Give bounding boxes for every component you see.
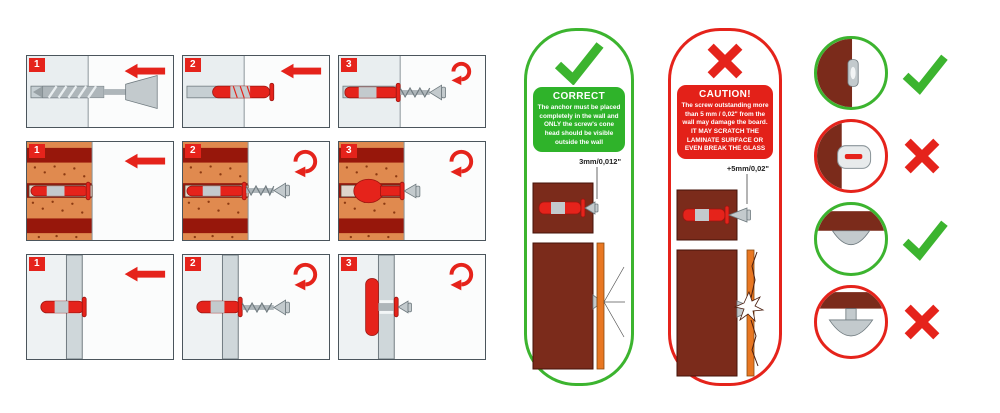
screw-graphic <box>241 299 290 316</box>
damaged-board <box>676 249 765 377</box>
anchor-graphic <box>40 296 87 318</box>
caution-message-box: CAUTION! The screw outstanding more than… <box>677 85 773 159</box>
brick-insert-anchor-illustration <box>27 142 173 240</box>
push-arrow-icon <box>124 153 166 169</box>
example-screw-head-flush-circle <box>814 202 888 276</box>
folded-anchor-graphic <box>365 278 399 336</box>
checkmark-icon <box>902 54 948 95</box>
correct-message-box: CORRECT The anchor must be placed comple… <box>533 87 625 153</box>
step-number-badge: 2 <box>185 144 201 158</box>
step-number-badge: 3 <box>341 257 357 271</box>
wall-with-flush-screw <box>532 182 599 234</box>
step-panel-drywall-3: 3 <box>338 254 486 360</box>
push-arrow-icon <box>280 63 322 79</box>
caution-body-text: The screw outstanding more than 5 mm / 0… <box>681 102 769 153</box>
correct-installation-diagram <box>532 167 625 370</box>
step-panel-solid-wall-2: 2 <box>182 55 330 128</box>
crack-star <box>733 290 765 323</box>
step-number-badge: 1 <box>29 144 45 158</box>
step-number-badge: 2 <box>185 58 201 72</box>
installation-steps-grid: 1 2 <box>26 55 486 360</box>
correct-body-text: The anchor must be placed completely in … <box>537 104 621 146</box>
caution-panel: CAUTION! The screw outstanding more than… <box>668 28 782 386</box>
rotation-arrow-icon <box>449 149 474 178</box>
rotation-arrow-icon <box>449 262 474 291</box>
screw-head-protruding-illustration <box>817 292 885 337</box>
brick-anchor-knotted-illustration <box>339 142 485 240</box>
step-number-badge: 1 <box>29 58 45 72</box>
anchor-graphic <box>212 82 275 102</box>
checkmark-icon <box>554 42 604 85</box>
drill-bit-graphic <box>32 74 158 110</box>
step-panel-solid-wall-1: 1 <box>26 55 174 128</box>
solid-wall-insert-anchor-illustration <box>183 56 329 127</box>
step-panel-drywall-1: 1 <box>26 254 174 360</box>
x-icon <box>904 304 940 340</box>
drywall-anchor-folded-illustration <box>339 255 485 359</box>
anchor-graphic <box>344 82 401 103</box>
screw-head-graphic <box>403 183 421 199</box>
step-number-badge: 2 <box>185 257 201 271</box>
x-icon <box>707 43 743 79</box>
anchor-flush-illustration <box>817 39 859 107</box>
examples-column <box>814 36 950 359</box>
solid-wall-screw-in-illustration <box>339 56 485 127</box>
step-panel-drywall-2: 2 <box>182 254 330 360</box>
example-screw-head-protruding <box>814 285 950 359</box>
checkmark-icon <box>902 220 948 261</box>
rotation-arrow-icon <box>451 61 472 86</box>
step-panel-brick-2: 2 <box>182 141 330 241</box>
step-number-badge: 3 <box>341 58 357 72</box>
screw-graphic <box>399 84 446 101</box>
push-arrow-icon <box>124 266 166 282</box>
correct-title: CORRECT <box>552 91 606 102</box>
correct-measurement-label: 3mm/0,012" <box>579 157 621 167</box>
step-panel-brick-3: 3 <box>338 141 486 241</box>
drywall-insert-anchor-illustration <box>27 255 173 359</box>
example-anchor-flush-circle <box>814 36 888 110</box>
drywall-cross-section <box>339 255 485 359</box>
anchor-graphic <box>30 181 91 201</box>
anchor-graphic <box>196 296 243 318</box>
step-number-badge: 3 <box>341 144 357 158</box>
solid-wall-drilling-illustration <box>27 56 173 127</box>
anchor-graphic <box>186 181 247 201</box>
mounted-board-intact <box>532 242 625 370</box>
x-icon <box>904 138 940 174</box>
rotation-arrow-icon <box>293 262 318 291</box>
screw-head-flush-illustration <box>817 211 885 246</box>
correct-panel: CORRECT The anchor must be placed comple… <box>524 28 634 386</box>
caution-title: CAUTION! <box>698 89 752 100</box>
anchor-protruding-illustration <box>817 122 872 190</box>
example-screw-head-protruding-circle <box>814 285 888 359</box>
example-screw-head-flush <box>814 202 950 276</box>
screw-head-graphic <box>397 300 412 314</box>
example-anchor-flush <box>814 36 950 110</box>
drywall-screw-in-illustration <box>183 255 329 359</box>
push-arrow-icon <box>124 63 166 79</box>
example-anchor-protruding <box>814 119 950 193</box>
step-number-badge: 1 <box>29 257 45 271</box>
rotation-arrow-icon <box>293 149 318 178</box>
wall-with-protruding-screw <box>676 189 751 241</box>
caution-installation-diagram <box>676 173 765 377</box>
caution-measurement-label: +5mm/0,02" <box>726 163 769 173</box>
expanded-anchor-graphic <box>353 178 405 204</box>
screw-graphic <box>245 182 290 199</box>
step-panel-solid-wall-3: 3 <box>338 55 486 128</box>
step-panel-brick-1: 1 <box>26 141 174 241</box>
brick-screw-in-illustration <box>183 142 329 240</box>
example-anchor-protruding-circle <box>814 119 888 193</box>
